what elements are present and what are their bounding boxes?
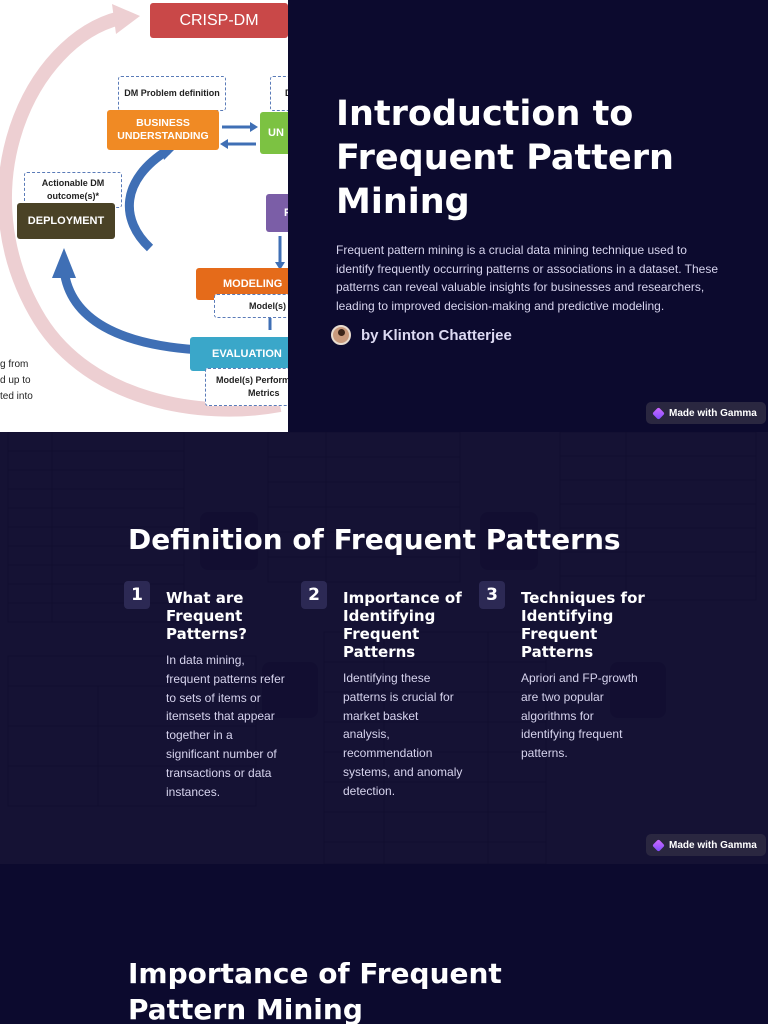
models-note: Model(s) [214, 294, 288, 318]
column-number-1: 1 [124, 581, 150, 609]
slide1-title: Introduction to Frequent Pattern Mining [336, 94, 674, 222]
side-caption-line3: ted into [0, 391, 33, 402]
deployment-box: DEPLOYMENT [17, 203, 115, 239]
column-number-3: 3 [479, 581, 505, 609]
performance-note-line1: Model(s) Perform [216, 375, 288, 386]
performance-note-line2: Metrics [248, 388, 280, 398]
made-with-gamma-badge[interactable]: Made with Gamma [646, 402, 766, 424]
crisp-dm-diagram: CRISP-DM DM Problem definition D BUSINES… [0, 0, 288, 432]
made-with-gamma-label: Made with Gamma [669, 839, 757, 851]
data-preparation-box-partial: F [266, 194, 288, 232]
slide2-title: Definition of Frequent Patterns [128, 523, 621, 556]
made-with-gamma-badge-2[interactable]: Made with Gamma [646, 834, 766, 856]
data-note-partial: D [270, 76, 288, 111]
side-caption-line2: d up to [0, 375, 31, 386]
slide1-description: Frequent pattern mining is a crucial dat… [336, 243, 718, 313]
column-body-3: Apriori and FP-growth are two popular al… [521, 671, 638, 761]
made-with-gamma-label: Made with Gamma [669, 407, 757, 419]
background-shade [0, 432, 768, 864]
outer-cycle-arrowhead [112, 4, 140, 34]
column-body-1: In data mining, frequent patterns refer … [166, 653, 285, 799]
actionable-outcome-note: Actionable DM outcome(s)* [24, 172, 122, 208]
slide-definition: Definition of Frequent Patterns 1 What a… [0, 432, 768, 864]
du-to-bu-arrowhead [220, 139, 228, 149]
gamma-logo-icon [652, 838, 665, 852]
slide-intro: CRISP-DM DM Problem definition D BUSINES… [0, 0, 768, 432]
bu-to-du-arrowhead [250, 122, 258, 132]
column-number-2: 2 [301, 581, 327, 609]
inner-arrow-left [59, 269, 201, 355]
slide3-title: Importance of Frequent Pattern Mining [128, 957, 502, 1024]
column-heading-2: Importance of Identifying Frequent Patte… [343, 589, 462, 661]
crisp-dm-heading: CRISP-DM [150, 3, 288, 38]
author-name: by Klinton Chatterjee [361, 326, 512, 344]
inner-arrow-left-head [52, 248, 76, 278]
author-avatar [331, 325, 351, 345]
column-heading-1: What are Frequent Patterns? [166, 589, 247, 643]
column-body-2: Identifying these patterns is crucial fo… [343, 671, 463, 798]
side-caption-line1: g from [0, 359, 29, 370]
side-caption: g from d up to ted into [0, 357, 33, 405]
evaluation-box: EVALUATION [190, 337, 288, 371]
inner-arrow-up [124, 146, 171, 252]
business-understanding-box: BUSINESS UNDERSTANDING [107, 110, 219, 150]
column-heading-3: Techniques for Identifying Frequent Patt… [521, 589, 645, 661]
dm-problem-note: DM Problem definition [118, 76, 226, 111]
author-line: by Klinton Chatterjee [331, 325, 512, 345]
gamma-logo-icon [652, 406, 665, 420]
data-understanding-box-partial: UN [260, 112, 288, 154]
slide-importance: Importance of Frequent Pattern Mining [0, 864, 768, 1024]
outer-cycle-arc [0, 11, 282, 417]
prep-to-model-arrowhead [275, 262, 285, 270]
performance-note: Model(s) Perform Metrics [205, 368, 288, 406]
